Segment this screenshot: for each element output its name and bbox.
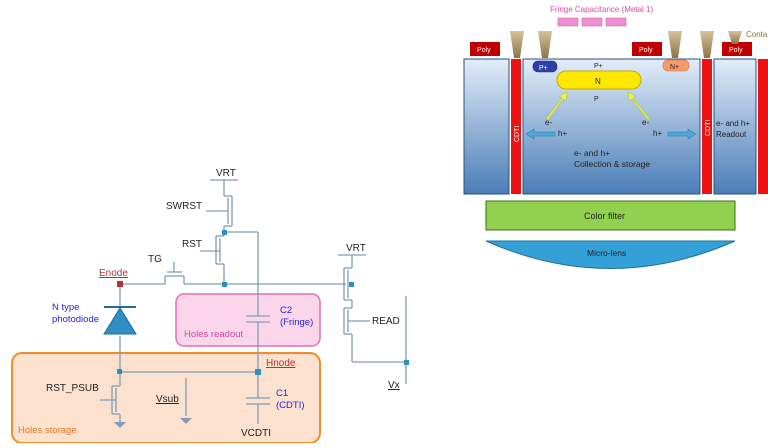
collection-label-line1: e- and h+ bbox=[574, 148, 610, 158]
holes-storage-label: Holes storage bbox=[18, 425, 77, 436]
swrst-label: SWRST bbox=[166, 201, 202, 212]
pixel-cross-section: Fringe Capacitance (Metal 1) Poly Poly P… bbox=[463, 5, 768, 269]
poly-gate-left bbox=[470, 42, 500, 56]
circuit-schematic: VRT SWRST RST TG VRT Enode N type photod… bbox=[11, 168, 409, 444]
n-plus-label: N+ bbox=[670, 64, 679, 71]
vrt-top-label: VRT bbox=[216, 168, 236, 179]
hnode-dot bbox=[255, 369, 261, 375]
contact-plug bbox=[538, 31, 552, 58]
poly-gate-mid bbox=[632, 42, 662, 56]
junction-dot-vx bbox=[404, 360, 409, 365]
photodiode-label-line1: N type bbox=[52, 302, 79, 313]
contact-plug bbox=[728, 31, 742, 44]
poly-left-label: Poly bbox=[477, 47, 491, 54]
micro-lens-label: Micro-lens bbox=[587, 248, 626, 258]
metal-1-segment bbox=[581, 17, 603, 27]
electron-right-label: e- bbox=[642, 118, 649, 127]
collection-label-line2: Collection & storage bbox=[574, 159, 650, 169]
metal-1-segment bbox=[605, 17, 627, 27]
c1-label-line2: (CDTI) bbox=[276, 400, 305, 411]
readout-label-line1: e- and h+ bbox=[716, 119, 750, 128]
tg-label: TG bbox=[148, 254, 162, 265]
enode-label: Enode bbox=[99, 268, 128, 279]
p-plus-left-label: P+ bbox=[539, 65, 548, 72]
ground-symbol-psub bbox=[114, 422, 126, 428]
contact-plug bbox=[510, 31, 524, 58]
n-region-label: N bbox=[595, 77, 601, 86]
color-filter bbox=[485, 200, 736, 231]
fringe-capacitance-label: Fringe Capacitance (Metal 1) bbox=[550, 5, 653, 14]
cdti-right-label: CDTI bbox=[705, 120, 712, 136]
vx-label: Vx bbox=[388, 380, 400, 391]
contact-plug bbox=[700, 31, 714, 58]
hole-arrow-left bbox=[525, 128, 556, 140]
photodiode-symbol bbox=[103, 307, 137, 335]
vsub-label: Vsub bbox=[156, 394, 179, 405]
vcdti-label: VCDTI bbox=[241, 428, 271, 439]
poly-gate-right bbox=[722, 42, 752, 56]
poly-mid-label: Poly bbox=[639, 47, 653, 54]
metal-1-segment bbox=[557, 17, 579, 27]
hole-right-label: h+ bbox=[653, 129, 662, 138]
readout-label-line2: Readout bbox=[716, 130, 747, 139]
hole-arrow-right bbox=[667, 128, 697, 140]
electron-arrow-left bbox=[545, 91, 568, 121]
junction-dot-psub bbox=[117, 369, 122, 374]
read-label: READ bbox=[372, 316, 400, 327]
hole-left-label: h+ bbox=[558, 129, 567, 138]
enode-dot bbox=[117, 281, 123, 287]
cdti-bar-left bbox=[511, 59, 521, 194]
p-region-label: P bbox=[594, 96, 599, 103]
color-filter-label: Color filter bbox=[584, 211, 625, 221]
junction-dot-swrst bbox=[222, 230, 227, 235]
vrt-right-label: VRT bbox=[346, 243, 366, 254]
holes-readout-label: Holes readout bbox=[184, 329, 244, 340]
electron-left-label: e- bbox=[545, 118, 552, 127]
poly-right-label: Poly bbox=[729, 47, 743, 54]
contact-plug bbox=[668, 31, 682, 58]
n-plus-implant bbox=[662, 59, 690, 72]
cdti-bar-right bbox=[702, 59, 712, 194]
silicon-block-right bbox=[713, 58, 757, 195]
contact-label: Conta bbox=[746, 30, 768, 39]
rst-label: RST bbox=[182, 239, 202, 250]
silicon-block-left bbox=[463, 58, 510, 195]
hnode-label: Hnode bbox=[266, 358, 296, 369]
photodiode-label-line2: photodiode bbox=[52, 314, 99, 325]
junction-dot-rst bbox=[222, 282, 227, 287]
p-plus-top-label: P+ bbox=[594, 63, 603, 70]
n-region bbox=[556, 70, 642, 90]
junction-dot-read bbox=[349, 282, 354, 287]
p-plus-implant-left bbox=[532, 60, 558, 73]
circuit-wires bbox=[100, 179, 407, 424]
electron-arrow-right bbox=[627, 91, 651, 121]
holes-readout-region bbox=[175, 293, 321, 347]
rst-psub-label: RST_PSUB bbox=[46, 383, 99, 394]
c1-label-line1: C1 bbox=[276, 388, 288, 399]
c2-label-line1: C2 bbox=[280, 305, 292, 316]
micro-lens bbox=[485, 240, 736, 269]
ground-symbol-vsub bbox=[180, 418, 192, 424]
cdti-left-label: CDTI bbox=[514, 126, 521, 142]
c2-label-line2: (Fringe) bbox=[280, 317, 313, 328]
cdti-bar-far-right bbox=[758, 59, 768, 194]
